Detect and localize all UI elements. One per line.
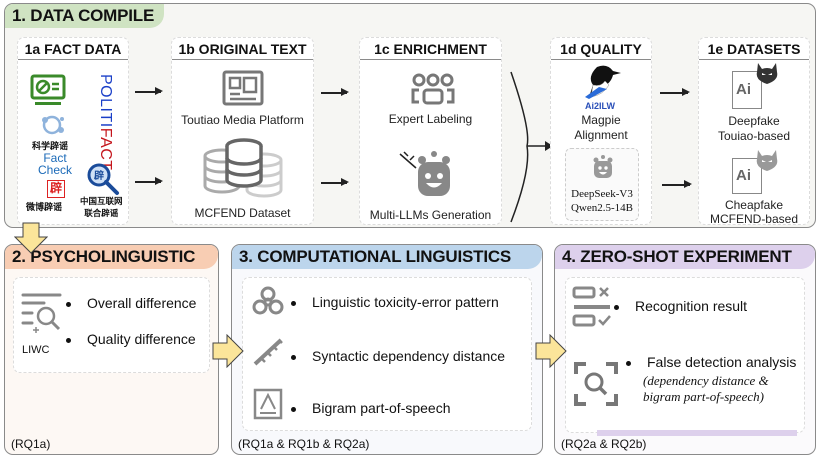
- llm-bot-syringe-icon: [399, 151, 450, 196]
- flow-arrow: [660, 89, 690, 95]
- fact-data-box: 1a FACT DATA POLITIFACT 科学辟谣 Fact Check …: [17, 37, 129, 225]
- liwc-search-icon: [21, 293, 62, 333]
- purple-accent-bar: [597, 430, 797, 436]
- psycholinguistic-title: 2. PSYCHOLINGUISTIC: [5, 245, 218, 269]
- politifact-logo: POLITIFACT: [97, 74, 114, 171]
- cheapfake-label: Cheapfake MCFEND-based: [709, 198, 799, 226]
- bullet-toxicity-pattern: Linguistic toxicity-error pattern: [291, 294, 499, 310]
- bullet-false-detection: False detection analysis: [626, 354, 796, 370]
- database-icon: [203, 138, 283, 198]
- expert-labeling-label: Expert Labeling: [388, 112, 473, 126]
- kexue-piyao-label: 科学辟谣: [32, 141, 69, 151]
- devil-icon-gray: [756, 150, 778, 171]
- datasets-heading: 1e DATASETS: [699, 38, 809, 60]
- magpie-logo-icon: [585, 65, 621, 99]
- cn-internet-piyao-label: 中国互联网 联合辟谣: [80, 196, 123, 218]
- magpie-alignment-label: Magpie Alignment: [574, 113, 628, 142]
- bullet-dependency-distance: Syntactic dependency distance: [291, 348, 505, 364]
- liwc-label: LIWC: [22, 344, 50, 356]
- enrichment-heading: 1c ENRICHMENT: [360, 38, 501, 60]
- flow-arrow: [135, 178, 163, 184]
- false-detection-note: (dependency distance & bigram part-of-sp…: [643, 373, 769, 404]
- mcfend-label: MCFEND Dataset: [194, 206, 291, 220]
- bullet-bigram-pos: Bigram part-of-speech: [291, 400, 451, 416]
- zero-shot-title: 4. ZERO-SHOT EXPERIMENT: [555, 245, 815, 269]
- fact-data-heading: 1a FACT DATA: [18, 38, 128, 60]
- merge-bracket: [510, 71, 553, 223]
- flow-arrow-right: [535, 334, 567, 368]
- biohazard-icon: [252, 286, 284, 315]
- psycholinguistic-panel: 2. PSYCHOLINGUISTIC LIWC Overall differe…: [4, 244, 219, 455]
- checklist-icon: [572, 286, 611, 327]
- flow-arrow: [662, 181, 692, 187]
- computational-linguistics-content: Linguistic toxicity-error pattern Syntac…: [242, 277, 532, 431]
- svg-text:辟: 辟: [93, 169, 104, 182]
- science-rumor-icon: [42, 115, 64, 135]
- psycholinguistic-content: LIWC Overall difference Quality differen…: [13, 277, 210, 373]
- rq-label: (RQ1a & RQ1b & RQ2a): [238, 437, 370, 451]
- quality-heading: 1d QUALITY: [551, 38, 651, 60]
- computational-linguistics-title: 3. COMPUTATIONAL LINGUISTICS: [232, 245, 542, 269]
- bullet-recognition-result: Recognition result: [614, 298, 747, 314]
- datasets-box: 1e DATASETS Ai Deepfake Touiao-based Ai …: [698, 37, 810, 226]
- flow-arrow: [135, 88, 163, 94]
- devil-icon-dark: [756, 63, 778, 84]
- quality-box: 1d QUALITY Ai2ILW Magpie Alignment DeepS…: [550, 37, 652, 225]
- models-label: DeepSeek-V3 Qwen2.5-14B: [570, 188, 634, 214]
- multi-llm-label: Multi-LLMs Generation: [369, 208, 492, 222]
- toutiao-label: Toutiao Media Platform: [181, 113, 304, 127]
- factcheck-logo: Fact Check: [38, 151, 73, 177]
- rq-label: (RQ1a): [11, 437, 51, 451]
- magpie-logo-text: Ai2ILW: [585, 101, 616, 111]
- fact-check-screen-icon: [30, 74, 66, 105]
- models-box: DeepSeek-V3 Qwen2.5-14B: [565, 148, 639, 221]
- data-compile-title: 1. DATA COMPILE: [5, 4, 165, 28]
- data-compile-panel: 1. DATA COMPILE 1a FACT DATA POLITIFACT …: [4, 3, 816, 228]
- scan-search-icon: [574, 362, 618, 406]
- computational-linguistics-panel: 3. COMPUTATIONAL LINGUISTICS Linguistic …: [231, 244, 543, 455]
- bullet-overall-difference: Overall difference: [66, 295, 196, 311]
- original-text-box: 1b ORIGINAL TEXT Toutiao Media Platform …: [171, 37, 314, 225]
- deepfake-file-icon: Ai: [732, 71, 762, 109]
- flow-arrow-down: [14, 222, 48, 254]
- news-page-icon: [222, 70, 264, 106]
- weibo-piyao-label: 微博辟谣: [26, 202, 63, 212]
- original-text-heading: 1b ORIGINAL TEXT: [172, 38, 313, 60]
- weibo-piyao-icon: 辟: [47, 180, 65, 198]
- magnifier-rumor-icon: 辟: [87, 163, 119, 195]
- deepfake-label: Deepfake Touiao-based: [717, 114, 791, 143]
- ruler-icon: [253, 338, 283, 366]
- cheapfake-file-icon: Ai: [732, 158, 762, 194]
- bullet-quality-difference: Quality difference: [66, 331, 196, 347]
- flow-arrow-right: [212, 334, 244, 368]
- zero-shot-content: Recognition result False detection analy…: [565, 277, 805, 433]
- rq-label: (RQ2a & RQ2b): [561, 437, 647, 451]
- zero-shot-panel: 4. ZERO-SHOT EXPERIMENT Recognition resu…: [554, 244, 816, 455]
- expert-group-icon: [411, 73, 455, 105]
- text-a-icon: [253, 388, 283, 420]
- enrichment-box: 1c ENRICHMENT Expert Labeling Multi-LLMs…: [359, 37, 502, 225]
- flow-arrow: [321, 179, 349, 185]
- flow-arrow: [321, 89, 349, 95]
- llm-bot-icon: [593, 155, 613, 178]
